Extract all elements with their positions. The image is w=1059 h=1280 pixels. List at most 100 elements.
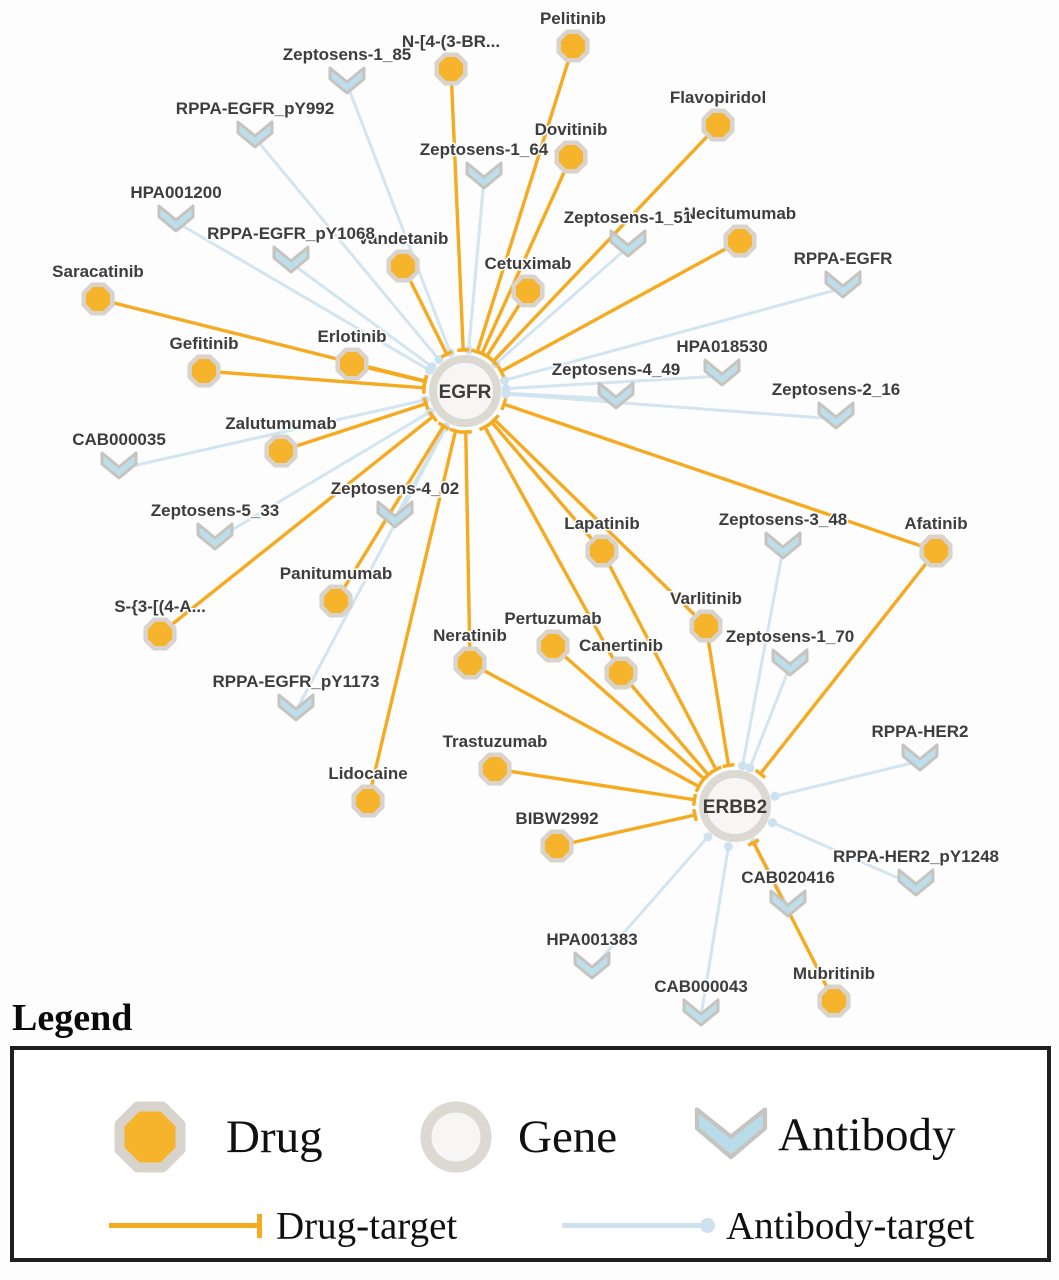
edge-drug-target xyxy=(449,68,465,351)
gene-node-EGFR xyxy=(429,355,501,427)
antibody-node-hpa018530 xyxy=(703,358,741,387)
edge-antibody-target xyxy=(504,286,844,382)
edge-drug-target xyxy=(480,156,573,355)
antibody-node-hpa001200 xyxy=(157,204,195,233)
antibody-node-hpa001383 xyxy=(573,951,611,980)
node-label-rppa_egfr_py1173: RPPA-EGFR_pY1173 xyxy=(213,672,380,691)
edge-drug-target xyxy=(158,415,434,636)
edge-drug-target xyxy=(503,402,937,553)
node-label-cab000035: CAB000035 xyxy=(72,430,166,449)
node-label-rppa_her2: RPPA-HER2 xyxy=(872,722,969,741)
antibody-target-dot xyxy=(738,761,748,771)
drug-target-tee xyxy=(480,351,493,361)
node-label-hpa001200: HPA001200 xyxy=(130,183,221,202)
drug-target-tee xyxy=(722,762,735,769)
edge-drug-target xyxy=(500,239,741,373)
node-label-rppa_egfr: RPPA-EGFR xyxy=(794,249,893,268)
edge-antibody-target xyxy=(214,410,431,542)
edge-antibody-target xyxy=(494,245,629,365)
drug-node-mubritinib xyxy=(817,984,851,1018)
drug-target-tee-icon xyxy=(257,1214,262,1238)
node-label-zeptosens_1_51: Zeptosens-1_51 xyxy=(564,208,693,227)
edge-antibody-target xyxy=(467,178,486,351)
legend-antibody-label: Antibody xyxy=(778,1109,956,1161)
antibody-node-rppa_egfr_py992 xyxy=(236,120,274,149)
node-label-neratinib: Neratinib xyxy=(433,626,507,645)
antibody-node-rppa_her2 xyxy=(901,743,939,772)
drug-node-panitumumab xyxy=(319,584,353,618)
node-label-necitumumab: Necitumumab xyxy=(684,204,796,223)
drug-node-pelitinib xyxy=(556,29,590,63)
edge-drug-target xyxy=(469,661,700,789)
node-label-varlitinib: Varlitinib xyxy=(670,589,742,608)
drug-node-n4_3br xyxy=(434,52,468,86)
node-label-lapatinib: Lapatinib xyxy=(564,514,640,533)
node-label-erlotinib: Erlotinib xyxy=(318,327,387,346)
node-label-pelitinib: Pelitinib xyxy=(540,9,606,28)
drug-node-vandetanib xyxy=(386,249,420,283)
edge-drug-target xyxy=(556,813,696,848)
antibody-node-zeptosens_1_85 xyxy=(328,66,366,95)
antibody-node-zeptosens_4_49 xyxy=(597,381,635,410)
drug-target-tee xyxy=(422,375,429,388)
edge-drug-target xyxy=(366,430,458,802)
edge-antibody-target xyxy=(505,374,723,391)
antibody-node-zeptosens_1_51 xyxy=(609,229,647,258)
drug-target-tee xyxy=(496,365,506,378)
edge-drug-target xyxy=(619,671,710,776)
drug-node-trastuzumab xyxy=(478,752,512,786)
edge-drug-target xyxy=(551,644,706,781)
drug-target-tee xyxy=(440,350,453,359)
edge-drug-target xyxy=(752,841,836,1002)
antibody-node-cab000043 xyxy=(682,998,720,1027)
edge-drug-target xyxy=(203,369,425,390)
edge-drug-target xyxy=(280,402,427,453)
legend-drug-target-label: Drug-target xyxy=(276,1204,458,1248)
drug-node-s3_4a xyxy=(143,617,177,651)
edge-antibody-target xyxy=(253,137,440,361)
edge-drug-target xyxy=(464,431,472,664)
drug-node-flavopiridol xyxy=(701,108,735,142)
node-label-vandetanib: Vandetanib xyxy=(358,229,449,248)
drug-target-tee xyxy=(500,397,508,411)
node-label-rppa_egfr_py1068: RPPA-EGFR_pY1068 xyxy=(207,224,375,243)
antibody-target-dot xyxy=(427,362,437,372)
antibody-node-icon xyxy=(694,1107,768,1160)
node-label-zeptosens_1_85: Zeptosens-1_85 xyxy=(283,45,412,64)
legend-box: Drug Gene Antibody Drug-target Antibody-… xyxy=(10,1046,1051,1262)
edge-drug-target xyxy=(492,123,720,363)
node-label-mubritinib: Mubritinib xyxy=(793,964,875,983)
drug-target-tee xyxy=(754,768,767,779)
edge-antibody-target xyxy=(590,835,710,970)
node-label-zeptosens_4_02: Zeptosens-4_02 xyxy=(331,479,460,498)
gene-node-icon xyxy=(420,1101,492,1173)
node-label-lidocaine: Lidocaine xyxy=(328,764,407,783)
antibody-node-rppa_egfr_py1068 xyxy=(272,245,310,274)
edge-drug-target xyxy=(483,426,623,674)
drug-node-dovitinib xyxy=(554,140,588,174)
drug-node-lapatinib xyxy=(585,534,619,568)
edge-drug-target xyxy=(475,45,575,353)
drug-target-tee xyxy=(698,773,710,785)
node-label-zeptosens_5_33: Zeptosens-5_33 xyxy=(151,501,280,520)
antibody-node-rppa_egfr xyxy=(824,270,862,299)
antibody-target-dot xyxy=(723,841,733,851)
antibody-target-dot xyxy=(768,818,778,828)
drug-target-tee xyxy=(692,808,698,822)
drug-node-necitumumab xyxy=(723,224,757,258)
antibody-target-dot xyxy=(500,375,510,385)
node-label-panitumumab: Panitumumab xyxy=(280,564,392,583)
drug-node-erlotinib xyxy=(335,347,369,381)
antibody-target-dot-icon xyxy=(700,1218,715,1233)
drug-node-icon xyxy=(114,1101,186,1173)
drug-node-afatinib xyxy=(919,534,953,568)
edge-antibody-target xyxy=(505,392,837,421)
drug-target-tee xyxy=(449,427,462,434)
node-label-hpa018530: HPA018530 xyxy=(676,337,767,356)
node-label-afatinib: Afatinib xyxy=(904,514,967,533)
drug-node-varlitinib xyxy=(689,609,723,643)
drug-target-tee xyxy=(747,838,760,847)
node-label-rppa_her2_py1248: RPPA-HER2_pY1248 xyxy=(833,847,999,866)
node-label-trastuzumab: Trastuzumab xyxy=(443,732,548,751)
edge-drug-target xyxy=(600,550,718,771)
